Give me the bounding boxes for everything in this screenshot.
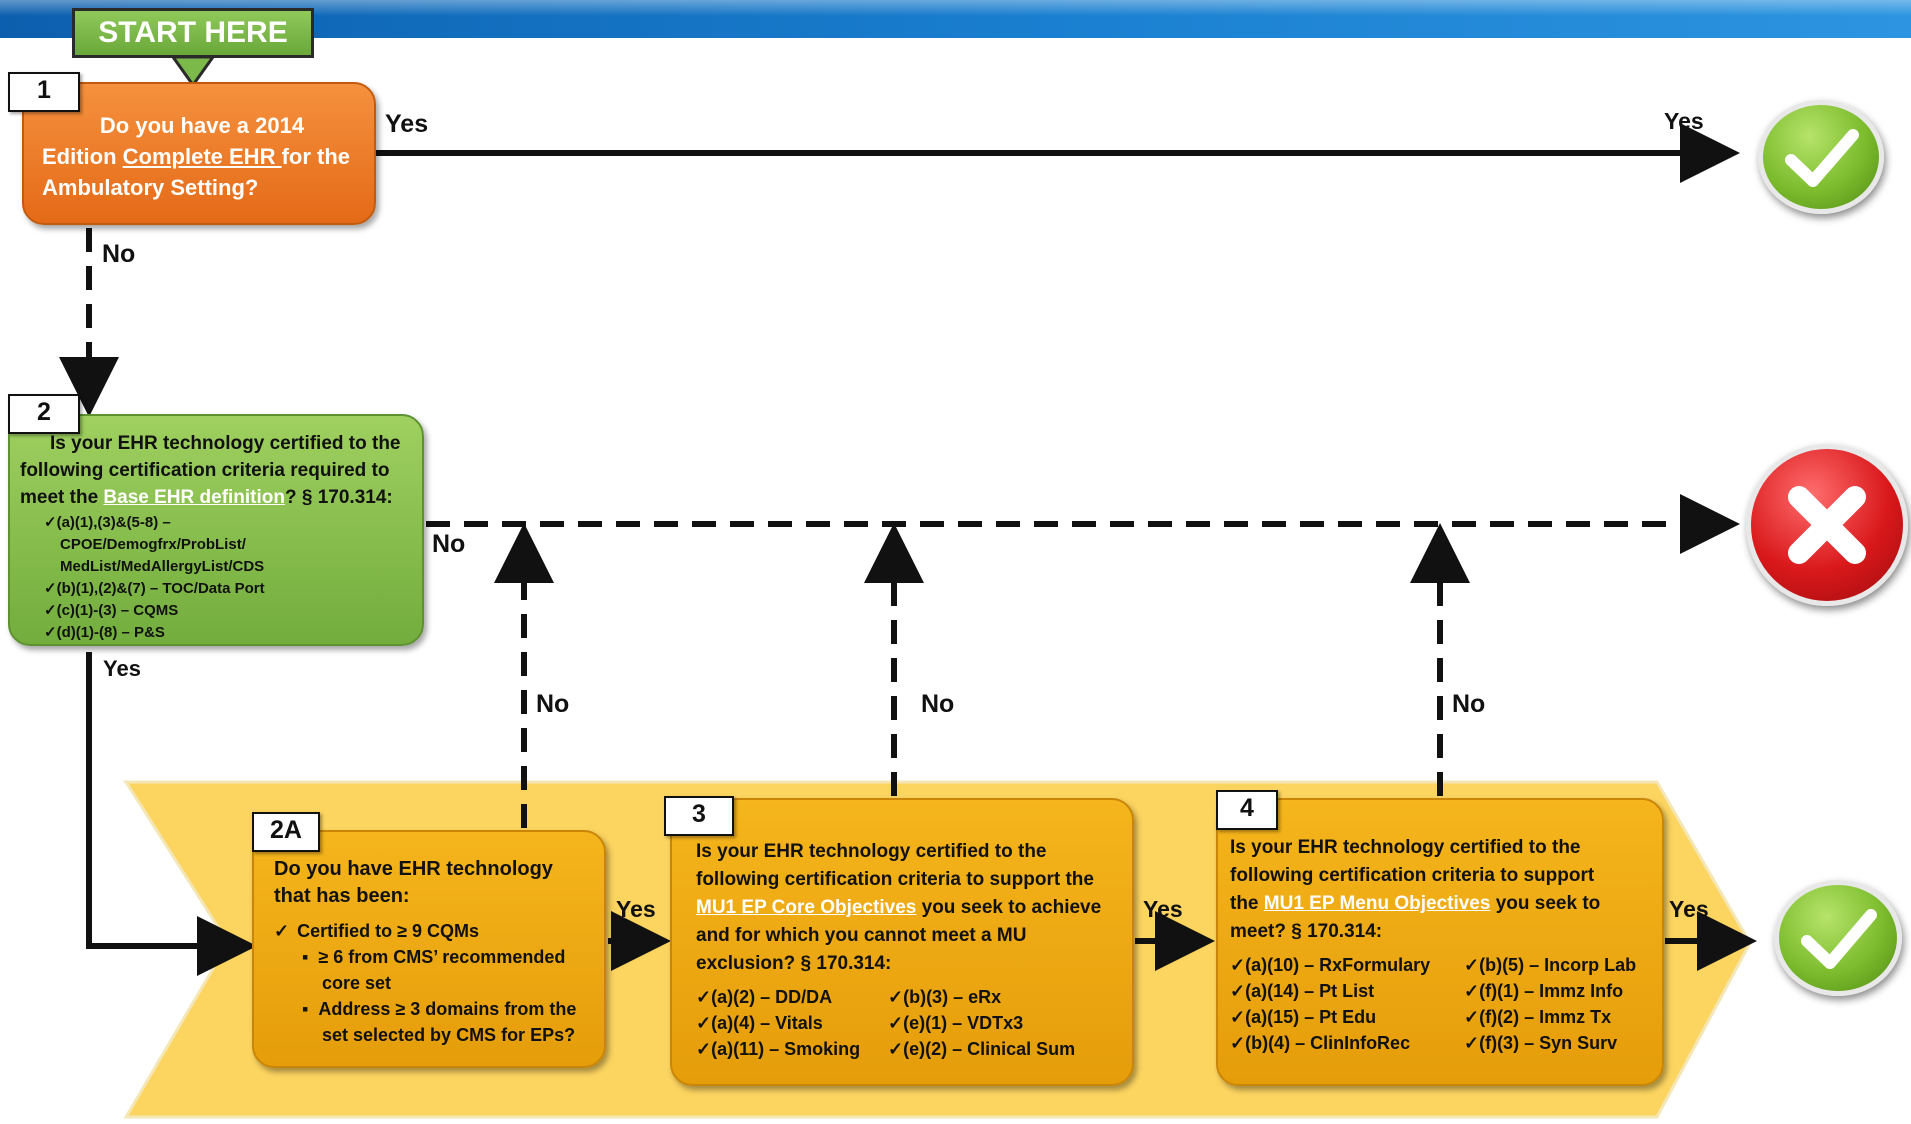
q4-criterion: ✓(b)(4) – ClinInfoRec <box>1230 1033 1411 1053</box>
step-2a-tag: 2A <box>252 812 320 852</box>
q3-criterion: ✓(a)(2) – DD/DA <box>696 987 833 1007</box>
q2-line3-post: ? § 170.314: <box>285 487 393 508</box>
q3-criterion: ✓(a)(4) – Vitals <box>696 1013 823 1033</box>
question-2-box: Is your EHR technology certified to the … <box>8 414 424 646</box>
bullet-icon: ▪ <box>302 947 309 967</box>
q4-criterion: ✓(a)(14) – Pt List <box>1230 981 1375 1001</box>
q2-criterion: MedList/MedAllergyList/CDS <box>60 558 265 575</box>
q2-criterion: CPOE/Demogfrx/ProbList/ <box>60 536 246 553</box>
q4-yes-label: Yes <box>1669 896 1709 922</box>
q4-criterion: ✓(f)(1) – Immz Info <box>1464 981 1624 1001</box>
q2-no-label: No <box>432 530 466 558</box>
q2-yes-label: Yes <box>103 656 141 681</box>
q3-criterion: ✓(e)(1) – VDTx3 <box>888 1013 1024 1033</box>
check-badge-icon <box>1774 880 1902 996</box>
header-bar <box>0 0 1911 38</box>
q2a-yes-label: Yes <box>616 896 656 922</box>
q2-line1: Is your EHR technology certified to the <box>50 433 401 454</box>
q2-line3-pre: meet the <box>20 487 104 508</box>
q1-yes-label: Yes <box>385 110 429 138</box>
q3-line4: and for which you cannot meet a MU <box>696 925 1027 946</box>
q4-criterion: ✓(f)(3) – Syn Surv <box>1464 1033 1618 1053</box>
question-4-box: Is your EHR technology certified to the … <box>1216 798 1664 1086</box>
q4-criterion: ✓(f)(2) – Immz Tx <box>1464 1007 1612 1027</box>
q1-no-label: No <box>102 240 136 268</box>
mu1-menu-objectives-link[interactable]: MU1 EP Menu Objectives <box>1263 893 1491 914</box>
check-badge-icon <box>1758 100 1884 214</box>
q4-criterion: ✓(b)(5) – Incorp Lab <box>1464 955 1637 975</box>
q3-criterion: ✓(a)(11) – Smoking <box>696 1039 861 1059</box>
q2a-no-label: No <box>536 690 570 718</box>
base-ehr-definition-link[interactable]: Base EHR definition <box>103 487 285 508</box>
q2-criterion: ✓(b)(1),(2)&(7) – TOC/Data Port <box>44 580 265 597</box>
step-3-tag: 3 <box>664 796 734 836</box>
q3-line2: following certification criteria to supp… <box>696 869 1094 890</box>
question-3-box: Is your EHR technology certified to the … <box>670 798 1134 1086</box>
q3-yes-label: Yes <box>1143 896 1183 922</box>
q3-line1: Is your EHR technology certified to the <box>696 841 1047 862</box>
check-icon: ✓ <box>274 921 290 941</box>
step-2-tag: 2 <box>8 394 80 434</box>
q2a-bullet1-cont: core set <box>322 973 392 993</box>
q3-line3-post: you seek to achieve <box>916 897 1102 918</box>
q2-yes-arrow <box>86 652 257 976</box>
q4-line2: following certification criteria to supp… <box>1230 865 1595 886</box>
step-4-tag: 4 <box>1216 790 1278 830</box>
q4-line1: Is your EHR technology certified to the <box>1230 837 1581 858</box>
mu1-core-objectives-link[interactable]: MU1 EP Core Objectives <box>696 897 917 918</box>
q4-criterion: ✓(a)(15) – Pt Edu <box>1230 1007 1377 1027</box>
q2-criterion: ✓(a)(1),(3)&(5-8) – <box>44 514 171 531</box>
cross-badge-icon <box>1746 444 1908 606</box>
q2a-line2: that has been: <box>274 885 410 907</box>
q1-line2-post: for the <box>281 144 351 169</box>
q4-line3-pre: the <box>1230 893 1264 914</box>
q3-criterion: ✓(e)(2) – Clinical Sum <box>888 1039 1076 1059</box>
q2-line2: following certification criteria require… <box>20 460 390 481</box>
q3-criterion: ✓(b)(3) – eRx <box>888 987 1002 1007</box>
q2a-bullet2: Address ≥ 3 domains from the <box>318 999 577 1019</box>
q2a-line1: Do you have EHR technology <box>274 858 553 880</box>
question-1-box: Do you have a 2014 Edition Complete EHR … <box>22 82 376 225</box>
complete-ehr-link[interactable]: Complete EHR <box>122 144 282 169</box>
q3-no-label: No <box>921 690 955 718</box>
bullet-icon: ▪ <box>302 999 309 1019</box>
q2a-bullet1: ≥ 6 from CMS’ recommended <box>318 947 566 967</box>
q4-line3-post: you seek to <box>1490 893 1601 914</box>
q1-line2-pre: Edition <box>42 144 123 169</box>
q3-line5: exclusion? § 170.314: <box>696 953 892 974</box>
q2a-bullet2-cont: set selected by CMS for EPs? <box>322 1025 576 1045</box>
start-here-label: START HERE <box>72 8 314 58</box>
q4-line4: meet? § 170.314: <box>1230 921 1383 942</box>
q2-criterion: ✓(c)(1)-(3) – CQMS <box>44 602 179 619</box>
q2-criterion: ✓(d)(1)-(8) – P&S <box>44 624 165 641</box>
q1-line3: Ambulatory Setting? <box>42 175 259 200</box>
question-2a-box: Do you have EHR technology that has been… <box>252 830 606 1068</box>
start-pointer-icon <box>170 55 216 88</box>
q1-line1: Do you have a 2014 <box>99 113 305 138</box>
q4-criterion: ✓(a)(10) – RxFormulary <box>1230 955 1431 975</box>
q4-no-label: No <box>1452 690 1486 718</box>
step-1-tag: 1 <box>8 72 80 112</box>
q1-yes-label-right: Yes <box>1664 108 1704 134</box>
q2a-check-item: Certified to ≥ 9 CQMs <box>297 921 479 941</box>
